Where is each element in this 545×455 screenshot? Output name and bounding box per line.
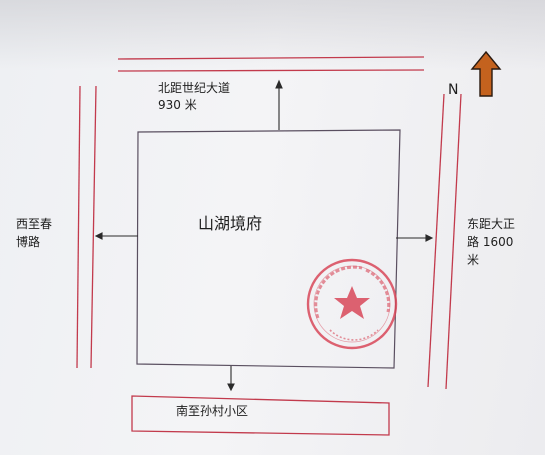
east-road-label-line2: 路 1600 (467, 235, 514, 249)
south-label-box (131, 395, 390, 436)
north-road-line (117, 69, 425, 72)
north-arrow-icon (470, 50, 502, 97)
company-seal-stamp (306, 258, 398, 350)
south-label: 南至孙村小区 (176, 404, 249, 418)
north-letter: N (448, 82, 459, 98)
arrow-south (227, 366, 235, 392)
west-road-label-line1: 西至春 (16, 217, 53, 231)
north-road-line (117, 56, 425, 60)
arrow-west (94, 232, 138, 240)
west-road-line (90, 85, 97, 369)
west-road-line (76, 85, 81, 369)
east-road-line (445, 93, 462, 390)
north-road-distance: 930 米 (158, 98, 197, 112)
arrow-east (396, 234, 434, 242)
north-road-label: 北距世纪大道 (158, 81, 231, 95)
west-road-label-line2: 博路 (16, 235, 41, 249)
east-road-label-line3: 米 (467, 253, 480, 267)
east-road-line (427, 93, 445, 388)
site-boundary (136, 129, 401, 369)
site-name: 山湖境府 (198, 214, 263, 233)
east-road-label-line1: 东距大正 (467, 217, 516, 231)
arrow-north (275, 79, 283, 130)
